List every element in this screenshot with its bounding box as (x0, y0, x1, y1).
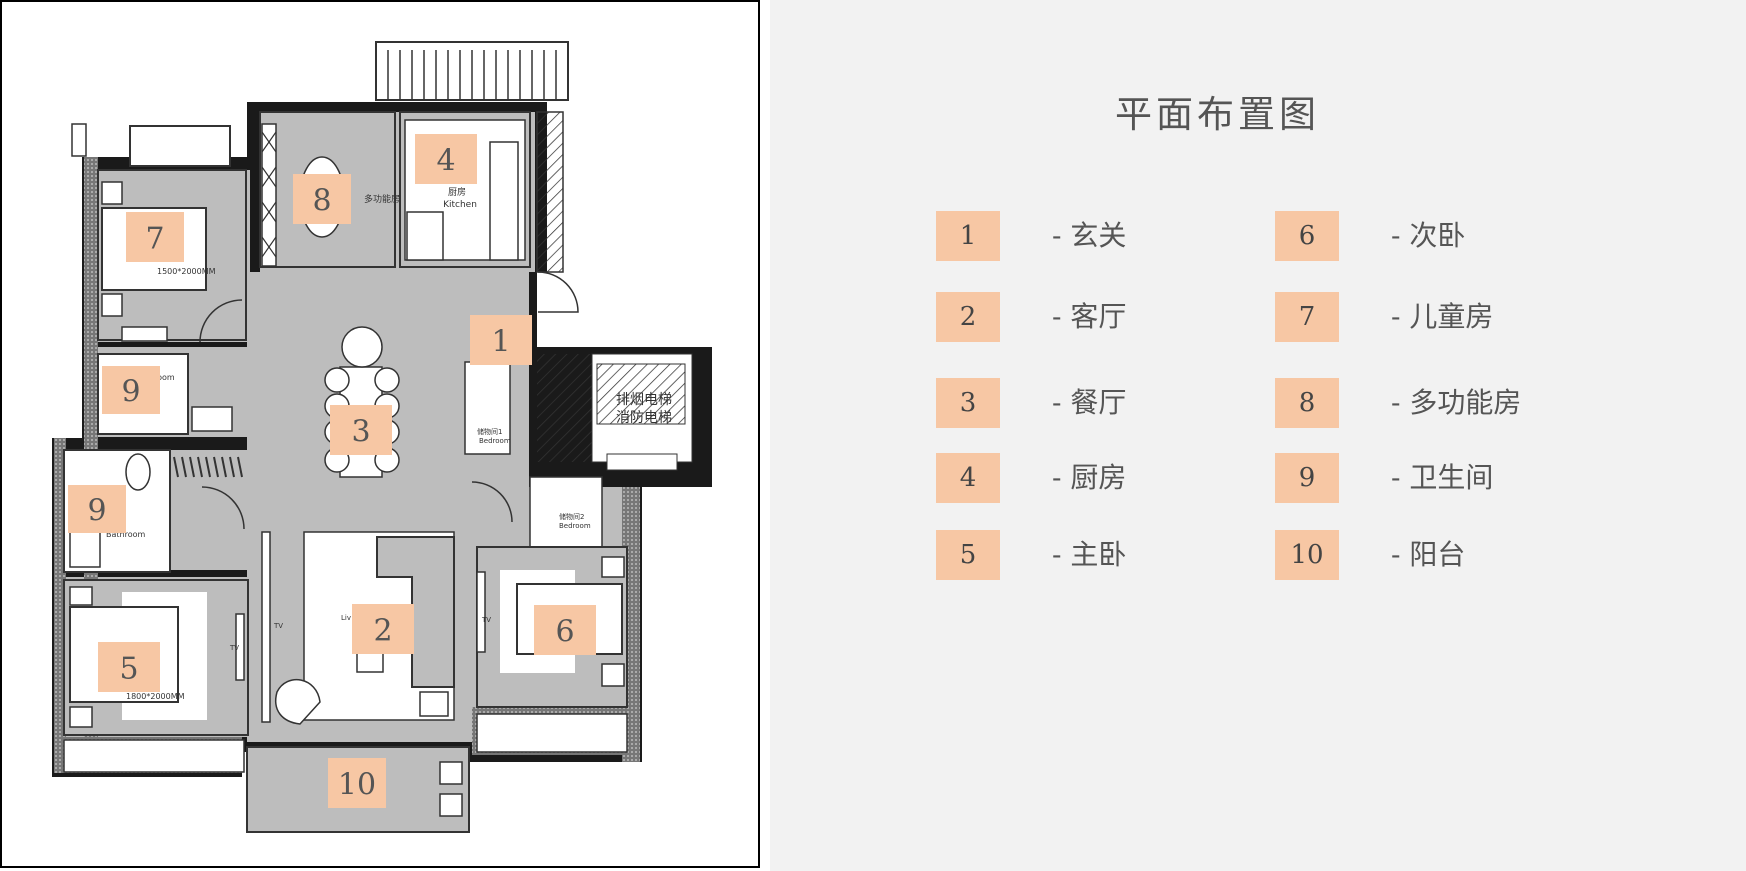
kitchen-label-en: Kitchen (443, 200, 477, 210)
room-tag-9b: 9 (68, 485, 126, 533)
room-tag-2: 2 (352, 604, 414, 654)
legend-num-4: 4 (936, 453, 1000, 503)
legend-label-1: - 玄关 (1052, 219, 1127, 252)
room-tag-3-text: 3 (351, 415, 370, 450)
legend-num-9: 9 (1275, 453, 1339, 503)
legend-num-2: 2 (936, 292, 1000, 342)
room-tag-9a-text: 9 (121, 375, 140, 410)
room-tag-9a: 9 (102, 366, 160, 414)
elevator-label-2: 消防电梯 (616, 410, 672, 426)
multi-room-label: 多功能房 (364, 193, 400, 205)
bath9-top-label: room (154, 373, 175, 382)
legend-label-8: - 多功能房 (1391, 386, 1522, 419)
elevator-label-1: 排烟电梯 (616, 392, 672, 408)
room-tag-5: 5 (98, 642, 160, 692)
room-tag-10: 10 (328, 758, 386, 808)
legend-num-3: 3 (936, 378, 1000, 428)
room-tag-2-text: 2 (373, 614, 392, 649)
legend-num-10: 10 (1275, 530, 1339, 580)
storage1-label: 储物间1 (477, 427, 502, 436)
bed5-size: 1800*2000MM (126, 692, 185, 701)
legend-panel: 平面布置图 1 - 玄关 2 - 客厅 3 - 餐厅 4 - 厨房 5 - 主卧… (770, 0, 1746, 871)
room-tag-1-text: 1 (491, 325, 510, 360)
top-railing (375, 41, 569, 101)
storage2-label-en: Bedroom (559, 522, 591, 530)
legend-label-5: - 主卧 (1052, 538, 1127, 571)
room-tag-4-text: 4 (436, 144, 455, 179)
kitchen-label-cn: 厨房 (448, 186, 466, 198)
legend-label-7: - 儿童房 (1391, 300, 1494, 333)
room-tag-5-text: 5 (119, 652, 138, 687)
storage1-label-en: Bedroom (479, 437, 511, 445)
legend-label-3: - 餐厅 (1052, 386, 1127, 419)
storage2-label: 储物间2 (559, 512, 584, 521)
floor-plan: 多功能房 厨房 Kitchen 排烟电梯 消防电梯 m 1500*2000MM (52, 41, 712, 833)
legend-num-8: 8 (1275, 378, 1339, 428)
room-tag-6-text: 6 (555, 615, 574, 650)
room-tag-8: 8 (293, 174, 351, 224)
legend-num-1: 1 (936, 211, 1000, 261)
bed7-size: 1500*2000MM (157, 267, 216, 276)
elevator-shaft: 排烟电梯 消防电梯 (532, 347, 712, 487)
room-tag-7: 7 (126, 212, 184, 262)
legend-label-4: - 厨房 (1052, 461, 1127, 494)
legend-num-5: 5 (936, 530, 1000, 580)
room-tag-4: 4 (415, 134, 477, 184)
room-tag-3: 3 (330, 405, 392, 455)
tv-label-1: TV (273, 622, 283, 630)
room-tags: 1 2 3 4 5 6 7 8 9 9 10 (68, 134, 596, 808)
legend-title: 平面布置图 (1115, 93, 1320, 136)
legend-num-7: 7 (1275, 292, 1339, 342)
room-tag-1: 1 (470, 315, 532, 365)
legend-label-2: - 客厅 (1052, 300, 1127, 333)
room-tag-9b-text: 9 (87, 494, 106, 529)
room-tag-8-text: 8 (312, 184, 331, 219)
legend-label-9: - 卫生间 (1391, 461, 1494, 494)
living-label: Liv (341, 614, 351, 622)
tv-label-2: TV (481, 616, 491, 624)
room-tag-10-text: 10 (338, 768, 376, 803)
room-tag-7-text: 7 (145, 222, 164, 257)
bathroom-label: Bathroom (106, 530, 146, 539)
floor-plan-panel: 多功能房 厨房 Kitchen 排烟电梯 消防电梯 m 1500*2000MM (0, 0, 760, 868)
tv-label-3: TV (229, 644, 239, 652)
legend-label-10: - 阳台 (1391, 538, 1466, 571)
legend-num-6: 6 (1275, 211, 1339, 261)
room-tag-6: 6 (534, 605, 596, 655)
legend-label-6: - 次卧 (1391, 219, 1466, 252)
